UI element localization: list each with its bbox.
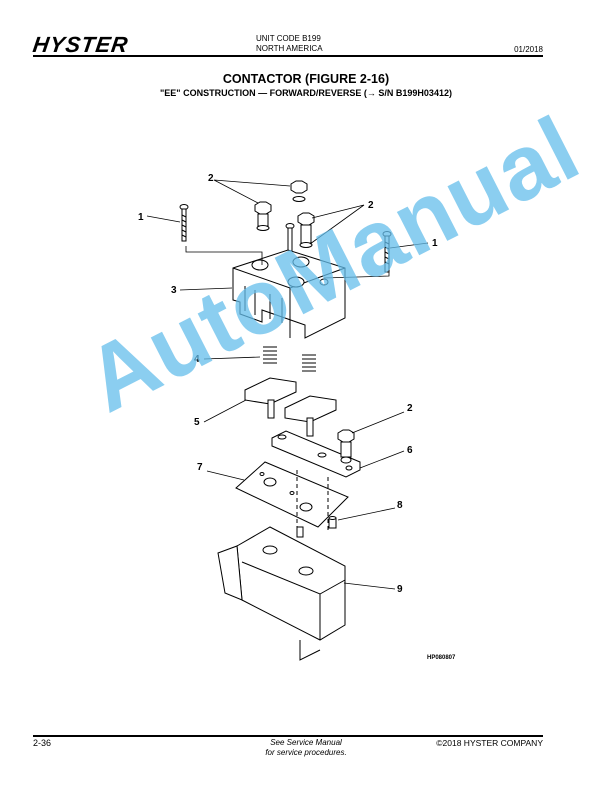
callout-3: 3: [171, 285, 177, 296]
page-number: 2-36: [33, 738, 52, 748]
housing-icon: [232, 249, 346, 339]
bolt-icon: [290, 180, 308, 202]
callout-1-left: 1: [138, 212, 144, 223]
bolt-icon: [254, 201, 272, 231]
callout-6: 6: [407, 445, 413, 456]
page-title: CONTACTOR (FIGURE 2-16): [222, 72, 390, 86]
callout-1-right: 1: [432, 238, 438, 249]
unit-code: UNIT CODE B199: [256, 34, 321, 43]
page-subtitle: "EE" CONSTRUCTION — FORWARD/REVERSE (→ S…: [160, 88, 452, 98]
footer-note-line1: See Service Manual: [270, 738, 342, 747]
bolt-icon: [297, 212, 315, 248]
footer-note: See Service Manual for service procedure…: [0, 738, 612, 758]
callout-4: 4: [194, 354, 200, 365]
bolt-icon: [337, 429, 355, 464]
region: NORTH AMERICA: [256, 44, 323, 53]
callout-9: 9: [397, 584, 403, 595]
pin-icon: [328, 516, 337, 529]
callout-8: 8: [397, 500, 403, 511]
contact-assembly-icon: [244, 377, 337, 437]
unit-info: UNIT CODE B199 NORTH AMERICA: [256, 34, 323, 54]
callout-2-right: 2: [368, 200, 374, 211]
callout-5: 5: [194, 417, 200, 428]
header-divider: [33, 55, 543, 57]
header-date: 01/2018: [514, 45, 543, 54]
footer-note-line2: for service procedures.: [265, 748, 347, 757]
callout-2-top: 2: [208, 173, 214, 184]
footer-divider: [33, 735, 543, 737]
spring-icon: [263, 346, 316, 372]
figure-id: HP080807: [427, 655, 456, 661]
copyright: ©2018 HYSTER COMPANY: [436, 738, 543, 748]
plate-icon: [235, 461, 349, 528]
screw-left-icon: [179, 204, 189, 242]
base-assembly-icon: [217, 526, 346, 661]
bus-bar-icon: [271, 430, 361, 478]
screw-right-icon: [382, 231, 392, 273]
callout-7: 7: [197, 462, 203, 473]
callout-2-lower: 2: [407, 403, 413, 414]
